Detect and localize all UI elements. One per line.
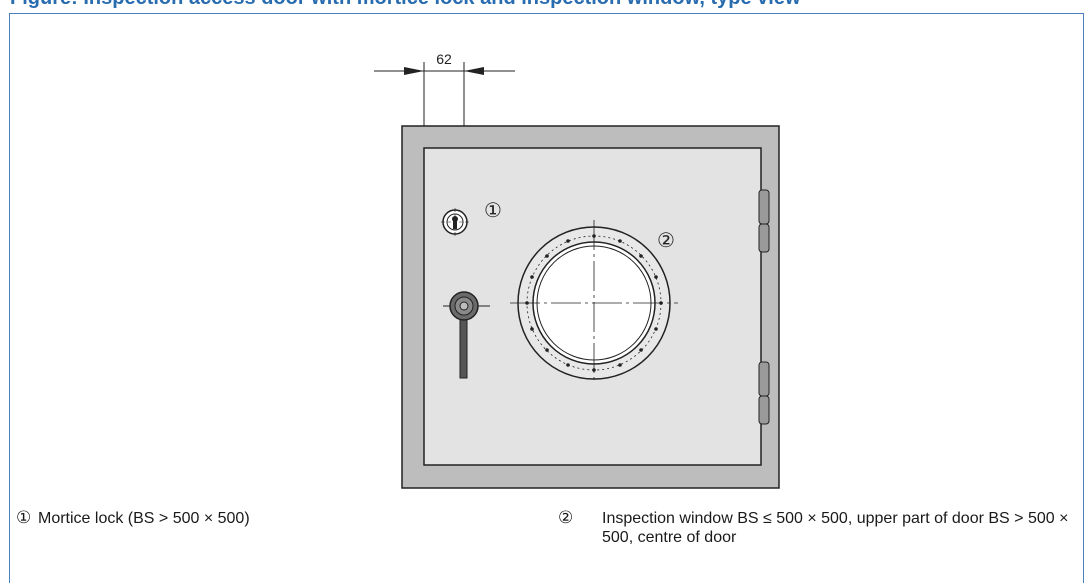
mortice-lock-icon	[441, 208, 469, 236]
hinge-upper	[758, 189, 770, 253]
callout-2-label: ②	[657, 228, 675, 252]
figure-frame	[9, 13, 1084, 583]
legend-text-1: Mortice lock (BS > 500 × 500)	[38, 510, 250, 527]
window-bolts	[525, 234, 663, 372]
legend-item-inspection-window: ② Inspection window BS ≤ 500 × 500, upper…	[558, 508, 1082, 547]
legend-marker-2: ②	[558, 508, 574, 527]
dimension-arrow-right	[464, 67, 484, 75]
legend-marker-1: ①	[16, 508, 32, 527]
legend-text-2: Inspection window BS ≤ 500 × 500, upper …	[602, 510, 1069, 546]
door-handle-icon	[443, 291, 490, 379]
figure-title: Figure: Inspection access door with mort…	[10, 0, 1080, 10]
hinge-lower	[758, 361, 770, 425]
inspection-window	[510, 220, 678, 384]
dimension-arrow-left	[404, 67, 424, 75]
callout-1-label: ①	[484, 198, 502, 222]
dimension-label: 62	[436, 51, 452, 67]
legend-item-mortice-lock: ① Mortice lock (BS > 500 × 500)	[16, 508, 250, 528]
